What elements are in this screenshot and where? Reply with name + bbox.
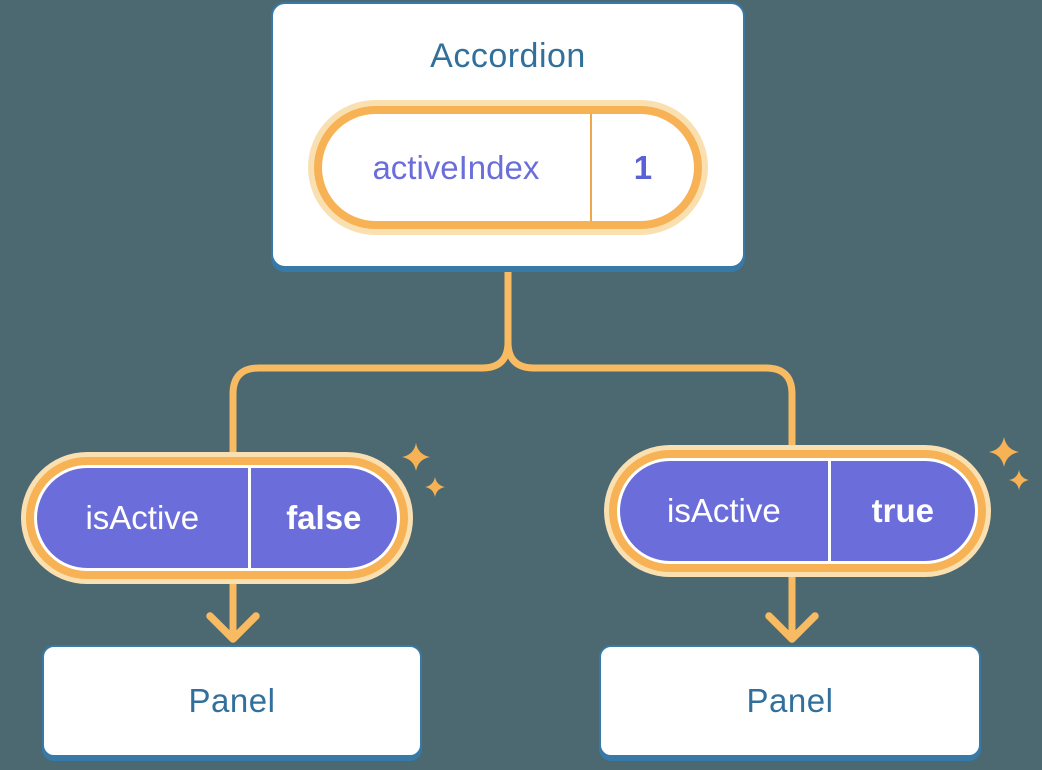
prop-pill-value: false [286,499,362,536]
prop-pill-divider [247,468,251,568]
branch-right-line [504,338,796,638]
sparkle-icon [1009,470,1029,490]
component-title: Panel [746,682,834,719]
arrow-down-icon [206,612,260,643]
panel-component-card-right: Panel [599,645,981,757]
sparkle-icon [425,477,445,497]
prop-pill-right: isActive true [604,445,991,577]
prop-pill-body: isActive true [617,458,978,564]
state-pill-ring: activeIndex 1 [314,106,702,230]
component-title: Panel [188,682,276,719]
prop-pill-label: isActive [666,492,781,529]
panel-component-card-left: Panel [42,645,422,757]
state-pill-divider [589,114,592,222]
prop-pill-body: isActive false [34,465,400,571]
branch-left-line [229,338,512,638]
state-pill-value: 1 [633,148,653,186]
prop-pill-divider [827,461,831,561]
prop-pill-left: isActive false [21,452,413,584]
accordion-component-card: Accordion activeIndex 1 [271,2,745,268]
prop-pill-ring: isActive true [609,450,986,572]
prop-pill-value: true [871,492,934,529]
sparkle-icon [989,437,1019,467]
state-pill-body: activeIndex 1 [322,114,694,222]
prop-pill-label: isActive [85,499,200,536]
state-pill-label: activeIndex [372,148,540,186]
arrow-down-icon [765,612,819,643]
component-title: Accordion [430,37,586,75]
prop-pill-ring: isActive false [26,457,408,579]
state-pill: activeIndex 1 [308,100,708,236]
sparkle-icon [402,443,430,471]
